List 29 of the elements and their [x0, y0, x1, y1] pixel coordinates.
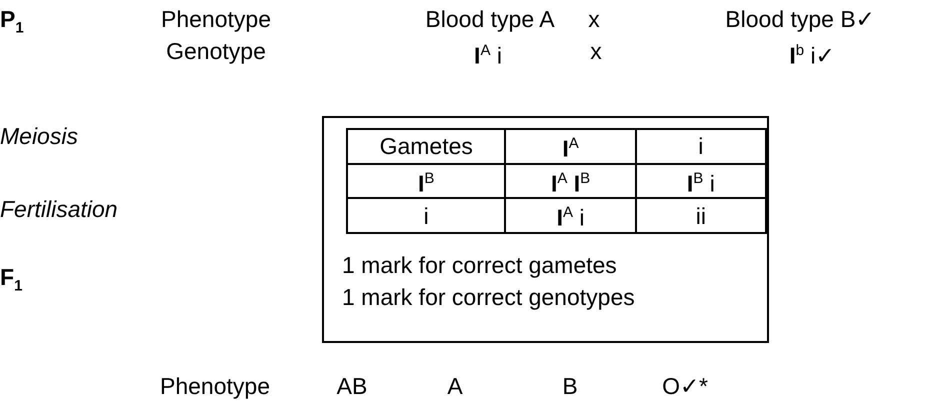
table-cell: ii — [636, 198, 766, 233]
table-cell: i — [636, 129, 766, 164]
row-label: Phenotype — [161, 6, 271, 32]
phenotype-text: A — [447, 373, 463, 399]
mark-note: 1 mark for correct genotypes — [342, 284, 635, 311]
table-cell: I$^{A}$ I$^{B}$ — [505, 164, 636, 198]
table-cell: I$^{A}$ — [505, 129, 636, 164]
row-label: Phenotype — [160, 373, 270, 399]
generation-label: F$_{1}$ — [0, 264, 22, 297]
generation-label: P$_{1}$ — [0, 6, 24, 39]
answer-box — [322, 116, 769, 343]
table-cell: I$^{A}$ i — [505, 198, 636, 233]
table-cell: I$^{B}$ i — [636, 164, 766, 198]
genotype-text: I$^{A}$ i — [474, 41, 502, 69]
mark-note: 1 mark for correct gametes — [342, 252, 617, 279]
cross-symbol: x — [588, 6, 600, 32]
table-cell: Gametes — [347, 129, 506, 164]
phenotype-text: O✓* — [662, 373, 708, 399]
step-label: Meiosis — [0, 123, 78, 149]
step-label: Fertilisation — [0, 196, 118, 222]
table-cell: i — [347, 198, 506, 233]
phenotype-text: B — [562, 373, 578, 399]
row-label: Genotype — [166, 38, 266, 64]
phenotype-text: Blood type B✓ — [725, 6, 875, 32]
table-cell: I$^{B}$ — [347, 164, 506, 198]
phenotype-text: Blood type A — [425, 6, 555, 32]
genotype-text: I$^{b}$ i✓ — [789, 41, 835, 69]
phenotype-text: AB — [336, 373, 368, 399]
cross-symbol: x — [590, 38, 602, 64]
